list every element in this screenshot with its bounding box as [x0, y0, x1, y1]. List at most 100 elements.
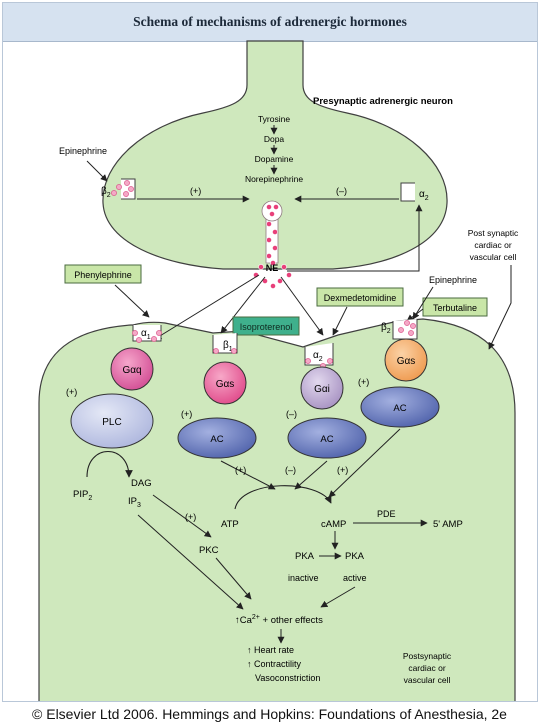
ca-effects-label: ↑Ca2+ + other effects [235, 614, 323, 626]
figure-frame: Schema of mechanisms of adrenergic hormo… [2, 2, 538, 702]
arrow-dag-pkc [152, 494, 212, 538]
heart-rate-label: ↑ Heart rate [247, 645, 294, 655]
arrow-epinephrine-beta2 [412, 286, 434, 320]
gas-beta2-plus-sign: (+) [358, 377, 369, 387]
postsynaptic-cell-label: Postsynaptic cardiac or vascular cell [403, 651, 452, 685]
epinephrine-right-label: Epinephrine [429, 275, 477, 285]
ne-molecule [272, 245, 278, 251]
dexmedetomidine-box: Dexmedetomidine [316, 287, 404, 307]
ac1-plus-sign: (+) [181, 409, 192, 419]
atp-camp-arc [234, 485, 332, 510]
presynaptic-alpha2-receptor [400, 182, 415, 202]
svg-text:cardiac or: cardiac or [408, 663, 445, 673]
tyrosine-label: Tyrosine [258, 114, 290, 124]
pka-inactive-label: PKA [295, 551, 315, 562]
alpha2-receptor [304, 343, 334, 366]
plc-label: PLC [102, 417, 121, 428]
gai-protein [300, 366, 344, 410]
arrow-post-synaptic-cell [488, 265, 512, 350]
arrow-phenylephrine-alpha1 [114, 284, 150, 318]
norepinephrine-label: Norepinephrine [245, 174, 303, 184]
ne-molecule [272, 229, 278, 235]
effector-signs: (+) (+) (–) (+) [66, 377, 369, 419]
ne-molecule [286, 272, 292, 278]
svg-text:vascular cell: vascular cell [470, 252, 517, 262]
svg-text:Post synaptic: Post synaptic [468, 228, 519, 238]
phenylephrine-box: Phenylephrine [64, 264, 142, 284]
ne-molecule [281, 264, 287, 270]
ne-molecule [269, 211, 275, 217]
epinephrine-molecules-presynaptic [111, 180, 134, 197]
ne-molecule [266, 221, 272, 227]
arrow-pkc-ca [215, 557, 252, 600]
beta1-ligand [213, 348, 237, 354]
terbutaline-label: Terbutaline [433, 303, 477, 313]
terbutaline-box: Terbutaline [422, 297, 488, 317]
active-label: active [343, 573, 367, 583]
contractility-label: ↑ Contractility [247, 659, 302, 669]
diagram: Presynaptic adrenergic neuron Tyrosine D… [38, 40, 519, 701]
ne-molecule [266, 237, 272, 243]
physiological-effects: ↑ Heart rate ↑ Contractility Vasoconstri… [247, 645, 320, 683]
arrow-epinephrine-presynaptic [86, 160, 108, 182]
gas-beta2-protein [384, 338, 428, 382]
ne-molecule [273, 204, 279, 210]
up-arrow-icon: ↑ [247, 645, 254, 655]
arrow-ne-alpha1 [154, 274, 260, 340]
dexmedetomidine-label: Dexmedetomidine [324, 293, 397, 303]
camp-label: cAMP [321, 519, 346, 530]
ac2-label: AC [320, 434, 333, 445]
vesicle-bulb [261, 200, 283, 222]
arrow-ip3-ca [137, 514, 244, 610]
arrow-dexmedetomidine-alpha2 [332, 306, 348, 336]
pka-active-label: PKA [345, 551, 365, 562]
ac2-enzyme [287, 417, 367, 459]
atp-plus-2: (+) [337, 465, 348, 475]
isoproterenol-label: Isoproterenol [240, 322, 293, 332]
beta2-plus-sign: (+) [190, 186, 201, 196]
ac1-enzyme [177, 417, 257, 459]
plc-cycle-arc [86, 451, 133, 478]
up-arrow-icon: ↑ [235, 615, 240, 626]
beta2-ligand [398, 320, 416, 336]
ac2-minus-sign: (–) [286, 409, 297, 419]
arrow-ne-to-alpha2 [287, 204, 423, 272]
svg-text:vascular cell: vascular cell [404, 675, 451, 685]
plc-plus-sign: (+) [66, 387, 77, 397]
dopa-label: Dopa [264, 134, 285, 144]
isoproterenol-box: Isoproterenol [232, 316, 300, 336]
presynaptic-label: Presynaptic adrenergic neuron [313, 96, 453, 107]
pip2-label: PIP2 [73, 489, 92, 502]
presynaptic-neuron [102, 40, 448, 270]
atp-signs: (+) (–) (+) [235, 465, 348, 475]
ac3-enzyme [360, 386, 440, 428]
gas-beta2-label: Gαs [397, 356, 416, 367]
ac3-label: AC [393, 403, 406, 414]
up-arrow-icon: ↑ [247, 659, 254, 669]
ne-molecule [270, 283, 276, 289]
pde-label: PDE [377, 509, 396, 519]
ne-molecule [266, 253, 272, 259]
beta2-label: β2 [381, 322, 391, 335]
copyright-footer: © Elsevier Ltd 2006. Hemmings and Hopkin… [32, 706, 507, 722]
gas-label: Gαs [216, 379, 235, 390]
epinephrine-left-label: Epinephrine [59, 146, 107, 156]
arrow-ac3-camp [328, 428, 401, 498]
inactive-label: inactive [288, 573, 319, 583]
ne-molecule [270, 260, 276, 266]
dopamine-label: Dopamine [255, 154, 294, 164]
biosynthesis-pathway: Tyrosine Dopa Dopamine Norepinephrine [245, 114, 303, 184]
arrow-pka-ca [320, 586, 356, 608]
svg-text:cardiac or: cardiac or [474, 240, 511, 250]
vasoconstriction-label: Vasoconstriction [255, 673, 320, 683]
alpha2-minus-sign: (–) [336, 186, 347, 196]
dag-label: DAG [131, 478, 152, 489]
phenylephrine-label: Phenylephrine [74, 270, 132, 280]
figure-title: Schema of mechanisms of adrenergic hormo… [133, 14, 407, 29]
ne-molecules [253, 204, 292, 289]
plc-enzyme [70, 393, 154, 449]
atp-plus-1: (+) [235, 465, 246, 475]
title-bar: Schema of mechanisms of adrenergic hormo… [3, 3, 537, 42]
pkc-label: PKC [199, 545, 219, 556]
gaq-label: Gαq [122, 365, 141, 376]
